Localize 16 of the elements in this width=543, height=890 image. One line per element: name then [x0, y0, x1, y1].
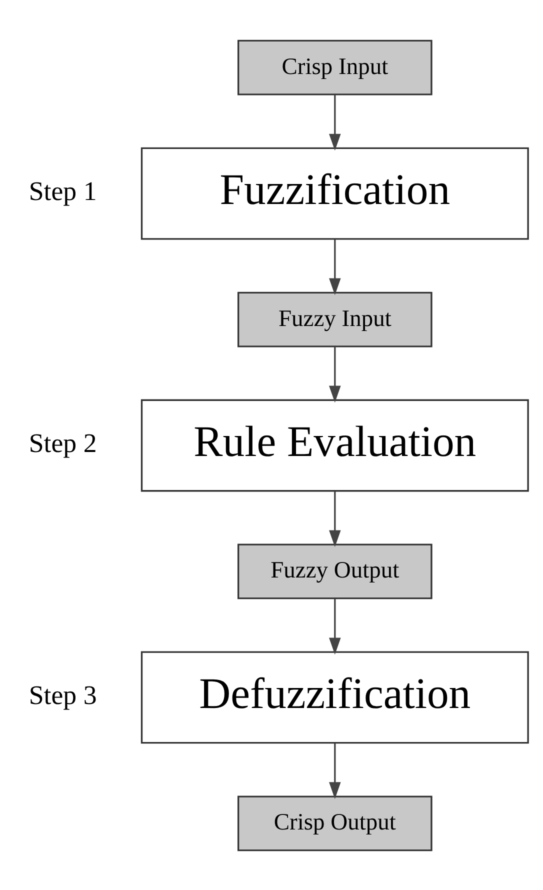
arrow	[329, 94, 341, 150]
node-label: Step 3	[28, 679, 97, 710]
arrow	[329, 346, 341, 402]
arrow	[329, 598, 341, 654]
node-box: Crisp Output	[238, 795, 432, 851]
node-box: Rule Evaluation	[140, 398, 529, 492]
arrow	[329, 239, 341, 295]
node-box: Fuzzification	[140, 146, 529, 240]
node-label: Step 2	[28, 427, 97, 458]
node-label: Step 1	[28, 175, 97, 206]
arrow	[329, 742, 341, 798]
arrow	[329, 490, 341, 547]
node-box: Crisp Input	[238, 39, 432, 95]
node-box: Fuzzy Output	[238, 543, 432, 599]
node-box: Fuzzy Input	[238, 291, 432, 347]
node-box: Defuzzification	[140, 650, 529, 744]
